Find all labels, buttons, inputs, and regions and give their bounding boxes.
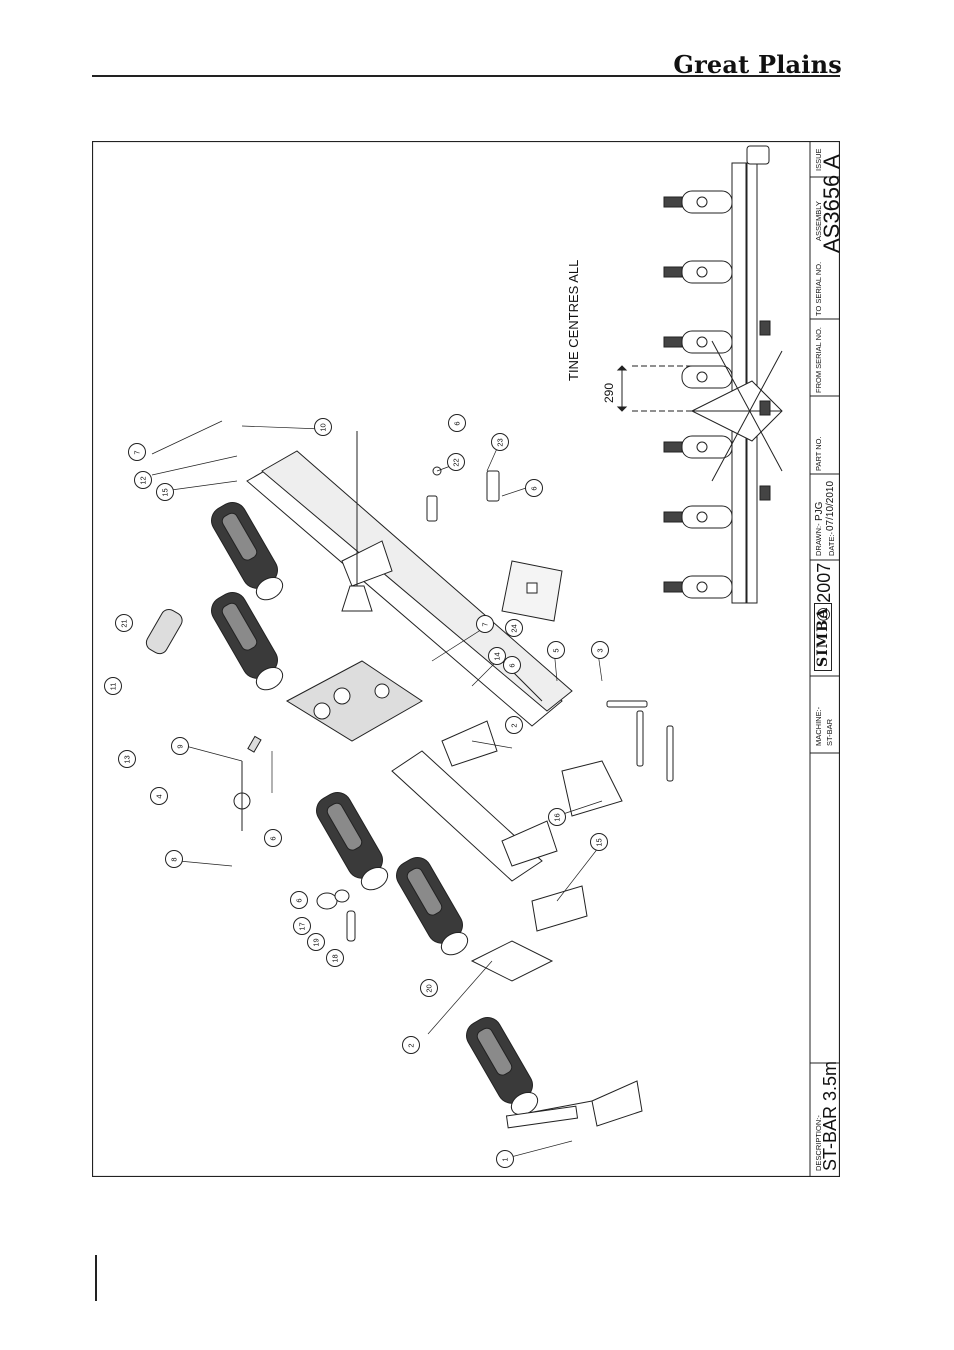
balloon-11: 11 bbox=[104, 677, 122, 695]
from-serial-label: FROM SERIAL NO. bbox=[814, 327, 823, 393]
balloon-4: 4 bbox=[150, 787, 168, 805]
balloon-5: 5 bbox=[547, 641, 565, 659]
balloon-18: 18 bbox=[326, 949, 344, 967]
dimension-290: 290 bbox=[602, 383, 616, 403]
date-value: 07/10/2010 bbox=[825, 481, 836, 531]
balloon-19: 19 bbox=[307, 933, 325, 951]
issue-value: A bbox=[819, 154, 845, 169]
balloon-13: 13 bbox=[118, 750, 136, 768]
balloon-20: 20 bbox=[420, 979, 438, 997]
balloon-6e: 6 bbox=[290, 891, 308, 909]
balloon-10: 10 bbox=[314, 418, 332, 436]
balloon-7b: 7 bbox=[476, 615, 494, 633]
balloon-9: 9 bbox=[171, 737, 189, 755]
balloon-1: 1 bbox=[496, 1150, 514, 1168]
balloon-7a: 7 bbox=[128, 443, 146, 461]
to-serial-label: TO SERIAL NO. bbox=[814, 262, 823, 316]
balloon-21: 21 bbox=[115, 614, 133, 632]
balloon-16: 16 bbox=[548, 808, 566, 826]
copyright-text: © 2007 bbox=[814, 563, 835, 621]
balloon-17: 17 bbox=[293, 917, 311, 935]
balloon-24: 24 bbox=[505, 619, 523, 637]
tine-centres-note: TINE CENTRES ALL bbox=[566, 260, 581, 381]
balloon-12: 12 bbox=[134, 471, 152, 489]
balloon-15b: 15 bbox=[590, 833, 608, 851]
assembly-drawing bbox=[92, 141, 840, 1177]
drawn-label: DRAWN:- bbox=[814, 523, 823, 556]
drawn-value: PJG bbox=[814, 502, 825, 521]
balloon-22: 22 bbox=[447, 453, 465, 471]
balloon-6a: 6 bbox=[448, 414, 466, 432]
plan-view bbox=[618, 146, 782, 603]
balloon-14: 14 bbox=[488, 647, 506, 665]
assembly-value: AS3656 bbox=[819, 175, 845, 253]
balloon-6b: 6 bbox=[525, 479, 543, 497]
balloon-23: 23 bbox=[491, 433, 509, 451]
balloon-2a: 2 bbox=[402, 1036, 420, 1054]
header-divider bbox=[92, 75, 840, 77]
balloon-3: 3 bbox=[591, 641, 609, 659]
date-label: DATE:- bbox=[827, 532, 836, 556]
part-no-label: PART NO. bbox=[814, 436, 823, 471]
machine-label: MACHINE:- bbox=[814, 707, 823, 746]
plan-tines bbox=[664, 191, 732, 598]
balloon-15a: 15 bbox=[156, 483, 174, 501]
margin-mark bbox=[95, 1255, 97, 1301]
balloon-6c: 6 bbox=[503, 656, 521, 674]
drawing-sheet: DESCRIPTION:- ST-BAR 3.5m MACHINE:- ST-B… bbox=[92, 141, 840, 1177]
balloon-2b: 2 bbox=[505, 716, 523, 734]
machine-value: ST-BAR bbox=[825, 719, 834, 746]
description-value: ST-BAR 3.5m bbox=[820, 1061, 841, 1171]
balloon-8: 8 bbox=[165, 850, 183, 868]
balloon-6d: 6 bbox=[264, 829, 282, 847]
